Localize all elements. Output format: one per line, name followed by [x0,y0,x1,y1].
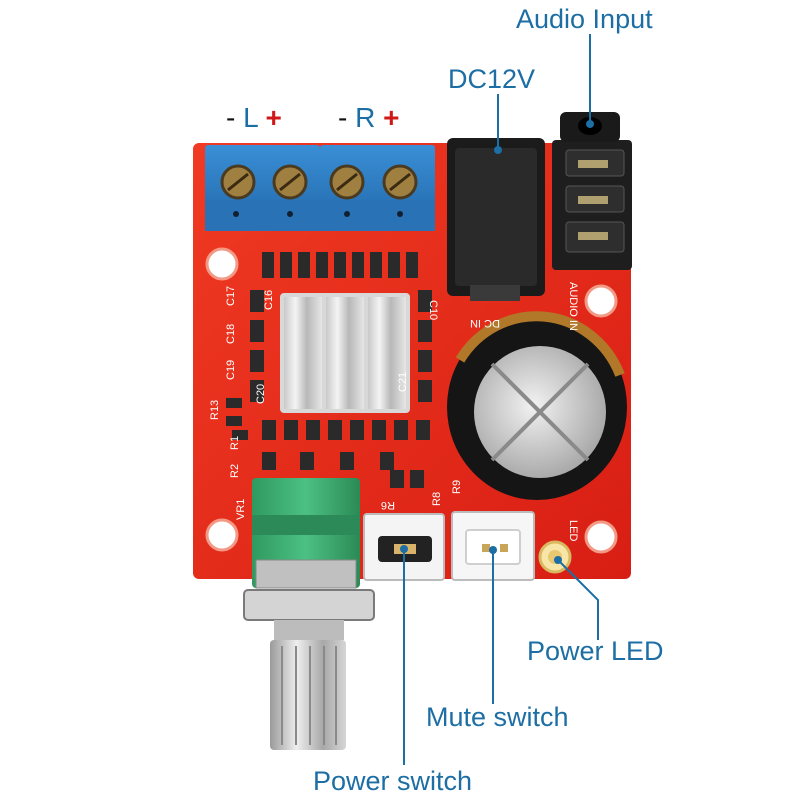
speaker-terminal-left [205,145,320,231]
silk-c20: C20 [255,384,267,404]
silk-r8: R8 [431,492,443,506]
silk-r9: R9 [451,480,463,494]
silk-c18: C18 [225,324,237,344]
heatsink [280,293,410,413]
leader-dot-dc12v [494,146,502,154]
label-audio-input: Audio Input [516,4,653,34]
callout-dots [400,120,594,564]
label-power-switch: Power switch [313,766,473,796]
left-channel-label: - L + [226,104,282,132]
electrolytic-capacitor [447,311,627,500]
right-channel-letter: R [355,102,376,133]
silk-led: LED [567,520,579,541]
silk-c17: C17 [225,286,237,306]
audio-input-jack [552,112,632,270]
right-plus-sign: + [383,102,400,133]
mounting-hole [584,284,618,318]
left-channel-letter: L [243,102,258,133]
leader-dot-power-led [554,556,562,564]
smd-components [226,252,432,488]
left-plus-sign: + [265,102,282,133]
mounting-hole [205,518,239,552]
silk-audio-in: AUDIO IN [567,282,579,331]
silk-r13: R13 [209,400,221,420]
silk-r1: R1 [229,436,241,450]
silk-r6: R6 [381,499,395,511]
label-power-led: Power LED [527,636,664,666]
silk-vr1: VR1 [235,499,247,520]
volume-potentiometer [243,478,375,750]
silk-c21: C21 [397,372,409,392]
silk-c16: C16 [263,290,275,310]
silk-dc-in: DC IN [470,317,500,329]
silk-c19: C19 [225,360,237,380]
left-minus-sign: - [226,102,236,133]
leader-dot-mute-switch [489,546,497,554]
leader-dot-audio-input [586,120,594,128]
mounting-hole [205,247,239,281]
label-mute-switch: Mute switch [426,702,569,732]
right-minus-sign: - [338,102,348,133]
leader-power-led [559,561,599,640]
mounting-hole [584,520,618,554]
silk-c10: C10 [427,300,439,320]
label-dc12v: DC12V [448,64,536,94]
speaker-terminal-right [320,145,435,231]
dc-power-jack [447,138,545,301]
leader-dot-power-switch [400,545,408,553]
callout-lines [403,34,599,765]
silk-r2: R2 [229,464,241,478]
right-channel-label: - R + [338,104,399,132]
